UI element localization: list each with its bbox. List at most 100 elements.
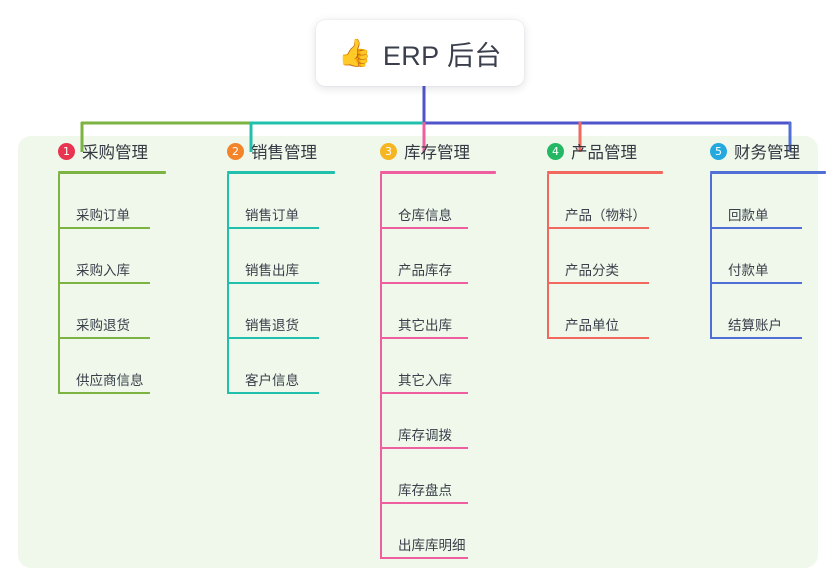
branch-item[interactable]: 销售订单 bbox=[227, 174, 335, 229]
branch-item[interactable]: 回款单 bbox=[710, 174, 826, 229]
branch-spine-5 bbox=[710, 174, 712, 339]
branch-item-label: 出库库明细 bbox=[398, 538, 466, 553]
branch-item[interactable]: 产品（物料） bbox=[547, 174, 663, 229]
branch-item-label: 产品（物料） bbox=[565, 208, 646, 223]
branch-item-label: 采购退货 bbox=[76, 318, 130, 333]
branches-panel bbox=[18, 136, 818, 568]
branch-item[interactable]: 产品分类 bbox=[547, 229, 663, 284]
branch-item-underline bbox=[227, 337, 319, 339]
root-node[interactable]: 👍 ERP 后台 bbox=[316, 20, 524, 86]
branch-item-underline bbox=[710, 282, 802, 284]
branch-item-label: 其它入库 bbox=[398, 373, 452, 388]
branch-items-4: 产品（物料） 产品分类产品单位 bbox=[527, 174, 663, 339]
branch-item-label: 采购订单 bbox=[76, 208, 130, 223]
branch-underline-1 bbox=[58, 171, 166, 174]
branch-item[interactable]: 其它出库 bbox=[380, 284, 496, 339]
branch-item-underline bbox=[710, 337, 802, 339]
branch-badge-1: 1 bbox=[58, 142, 75, 160]
branch-badge-2: 2 bbox=[227, 142, 244, 160]
branch-item-underline bbox=[547, 337, 649, 339]
branch-spine-2 bbox=[227, 174, 229, 394]
branch-item-underline bbox=[227, 282, 319, 284]
branch-spine-3 bbox=[380, 174, 382, 559]
branch-underline-2 bbox=[227, 171, 335, 174]
branch-item-underline bbox=[380, 447, 468, 449]
branch-item-label: 销售订单 bbox=[245, 208, 299, 223]
branch-item-label: 结算账户 bbox=[728, 318, 782, 333]
branch-item-underline bbox=[710, 227, 802, 229]
branch-item[interactable]: 采购退货 bbox=[58, 284, 166, 339]
branch-header-4[interactable]: 4 产品管理 bbox=[527, 136, 663, 166]
branch-item[interactable]: 供应商信息 bbox=[58, 339, 166, 394]
branch-underline-4 bbox=[547, 171, 663, 174]
branch-column-5: 5 财务管理回款单付款单结算账户 bbox=[690, 136, 826, 339]
branch-title-5: 财务管理 bbox=[734, 144, 800, 162]
branch-badge-4: 4 bbox=[547, 142, 564, 160]
branch-item-underline bbox=[380, 502, 468, 504]
branch-header-3[interactable]: 3 库存管理 bbox=[360, 136, 496, 166]
branch-item-label: 库存调拨 bbox=[398, 428, 452, 443]
branch-item-underline bbox=[58, 227, 150, 229]
branch-item-label: 客户信息 bbox=[245, 373, 299, 388]
branch-item-underline bbox=[227, 227, 319, 229]
branch-item-label: 付款单 bbox=[728, 263, 769, 278]
branch-column-4: 4 产品管理产品（物料） 产品分类产品单位 bbox=[527, 136, 663, 339]
branch-item-underline bbox=[58, 392, 150, 394]
branch-item-underline bbox=[547, 282, 649, 284]
branch-item[interactable]: 结算账户 bbox=[710, 284, 826, 339]
branch-item-label: 产品库存 bbox=[398, 263, 452, 278]
branch-item[interactable]: 库存盘点 bbox=[380, 449, 496, 504]
branch-item[interactable]: 销售退货 bbox=[227, 284, 335, 339]
branch-column-3: 3 库存管理仓库信息产品库存其它出库其它入库库存调拨库存盘点出库库明细 bbox=[360, 136, 496, 559]
branch-item-label: 采购入库 bbox=[76, 263, 130, 278]
branch-item-underline bbox=[380, 282, 468, 284]
branch-item[interactable]: 客户信息 bbox=[227, 339, 335, 394]
branch-title-3: 库存管理 bbox=[404, 144, 470, 162]
branch-item-underline bbox=[380, 227, 468, 229]
branch-item-label: 销售出库 bbox=[245, 263, 299, 278]
branch-item[interactable]: 库存调拨 bbox=[380, 394, 496, 449]
branch-item-underline bbox=[227, 392, 319, 394]
branch-spine-1 bbox=[58, 174, 60, 394]
root-node-label: ERP 后台 bbox=[382, 40, 502, 71]
branch-header-5[interactable]: 5 财务管理 bbox=[690, 136, 826, 166]
branch-item-label: 供应商信息 bbox=[76, 373, 144, 388]
branch-item-label: 销售退货 bbox=[245, 318, 299, 333]
branch-item-label: 产品分类 bbox=[565, 263, 619, 278]
branch-item[interactable]: 产品库存 bbox=[380, 229, 496, 284]
branch-spine-4 bbox=[547, 174, 549, 339]
branch-item[interactable]: 采购入库 bbox=[58, 229, 166, 284]
branch-item[interactable]: 产品单位 bbox=[547, 284, 663, 339]
branch-item-label: 库存盘点 bbox=[398, 483, 452, 498]
branch-item-underline bbox=[58, 337, 150, 339]
branch-item[interactable]: 其它入库 bbox=[380, 339, 496, 394]
thumbs-up-icon: 👍 bbox=[338, 37, 372, 68]
branch-item-underline bbox=[380, 557, 468, 559]
branch-item-underline bbox=[58, 282, 150, 284]
branch-item[interactable]: 付款单 bbox=[710, 229, 826, 284]
branch-title-4: 产品管理 bbox=[571, 144, 637, 162]
branch-items-3: 仓库信息产品库存其它出库其它入库库存调拨库存盘点出库库明细 bbox=[360, 174, 496, 559]
branch-item-label: 回款单 bbox=[728, 208, 769, 223]
branch-item[interactable]: 出库库明细 bbox=[380, 504, 496, 559]
branch-item-label: 其它出库 bbox=[398, 318, 452, 333]
branch-item-label: 仓库信息 bbox=[398, 208, 452, 223]
branch-badge-5: 5 bbox=[710, 142, 727, 160]
branch-item[interactable]: 采购订单 bbox=[58, 174, 166, 229]
branch-item[interactable]: 仓库信息 bbox=[380, 174, 496, 229]
branch-item-underline bbox=[380, 337, 468, 339]
branch-badge-3: 3 bbox=[380, 142, 397, 160]
branch-items-2: 销售订单销售出库销售退货客户信息 bbox=[207, 174, 335, 394]
branch-item-underline bbox=[547, 227, 649, 229]
branch-item[interactable]: 销售出库 bbox=[227, 229, 335, 284]
branch-underline-5 bbox=[710, 171, 826, 174]
branch-underline-3 bbox=[380, 171, 496, 174]
branch-item-label: 产品单位 bbox=[565, 318, 619, 333]
branch-item-underline bbox=[380, 392, 468, 394]
